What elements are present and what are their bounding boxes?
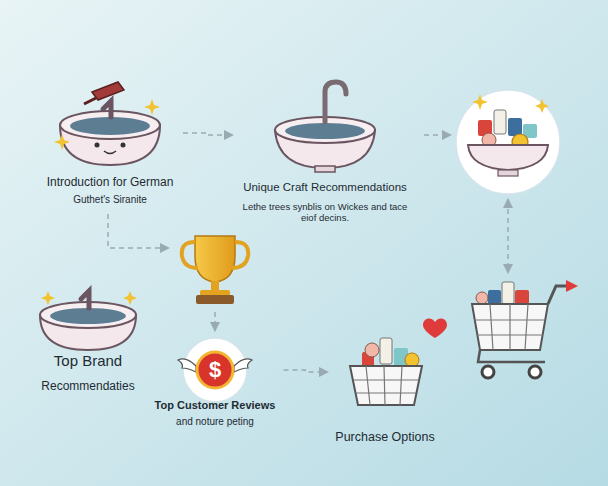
node-heading: Top Brand [54,352,122,370]
sink-icon-part [70,117,150,135]
basket-icon-part [354,366,419,405]
cart-icon-part [488,290,501,304]
sink-icon [54,82,160,165]
flow-arrow [183,133,232,135]
product-circle [456,90,560,194]
product-circle-part [535,99,549,113]
product-circle-part [456,90,560,194]
sink-icon-part [50,308,126,324]
craft-node: Unique Craft RecommendationsLethe trees … [235,80,415,228]
sink-icon-part [121,143,126,148]
node-text: Recommendaties [41,379,134,393]
sink-icon [40,291,137,350]
trophy-icon-part [195,236,235,282]
node-text: and noture peting [176,416,254,428]
basket-icon-part [423,318,447,338]
sink-icon-part [41,291,55,305]
coin-icon-part [234,359,252,372]
sink-icon-part [81,291,89,308]
basket-icon-part [405,353,419,367]
node-heading: Introduction for German [47,175,174,189]
purchase-node: Purchase Options [330,335,440,449]
flow-arrow [284,370,328,372]
sink-icon-part [325,82,346,122]
cart-icon [472,280,578,378]
basket-icon-part [350,366,422,405]
sink-icon-part [144,99,160,115]
sink-icon-part [54,134,70,150]
basket-icon-part [365,343,379,357]
flow-guide-part [507,200,509,272]
sink-icon-part [123,291,137,305]
node-text: Lethe trees synblis on Wickes and tace e… [235,201,415,224]
cart-icon-part [548,286,566,304]
cart-icon-part [474,304,545,350]
cart-icon-part [502,282,514,304]
node-text: Top Customer Reviews [155,399,276,412]
sink-icon-part [103,101,111,117]
sink-icon-part [315,166,335,172]
coin-icon-part [178,359,196,372]
cart-icon-part [515,290,529,304]
flow-guide [108,135,508,330]
cart-icon-part [529,366,541,378]
basket-icon [350,318,447,405]
node-text: Guthet's Siranite [73,194,147,206]
trophy-icon-part [196,295,234,304]
cart-icon-part [472,304,548,350]
flow-guide-part [214,312,216,330]
product-circle-part [468,145,548,170]
node-heading: Purchase Options [335,430,434,445]
node-heading: Unique Craft Recommendations [243,181,407,195]
product-circle-part [498,170,518,176]
sink-icon [275,82,375,172]
product-circle-part [472,94,488,110]
trophy-icon-part [232,242,248,268]
product-circle-part [508,118,522,136]
brand-node: Top BrandRecommendaties [28,285,148,397]
sink-icon-part [95,143,100,148]
sink-icon-part [104,151,116,154]
cart-icon-part [476,292,488,304]
trophy-icon [182,236,248,304]
trophy-icon-part [182,242,198,268]
product-circle-part [494,110,506,134]
reviews-node: $ Top Customer Reviews and noture peting [150,335,281,432]
flow-guide-part [424,134,450,136]
node-heading: $ [150,357,281,383]
intro-node: Introduction for GermanGuthet's Siranite [40,95,180,210]
cart-icon-part [478,350,545,362]
cart-icon-part [566,280,578,292]
trophy-icon-part [211,281,219,291]
sink-icon-part [285,123,365,139]
basket-icon-part [380,338,392,364]
cart-icon-part [482,366,494,378]
sink-icon-part [84,98,96,104]
sink-icon-part [92,82,124,100]
flow-guide-part [108,214,168,248]
